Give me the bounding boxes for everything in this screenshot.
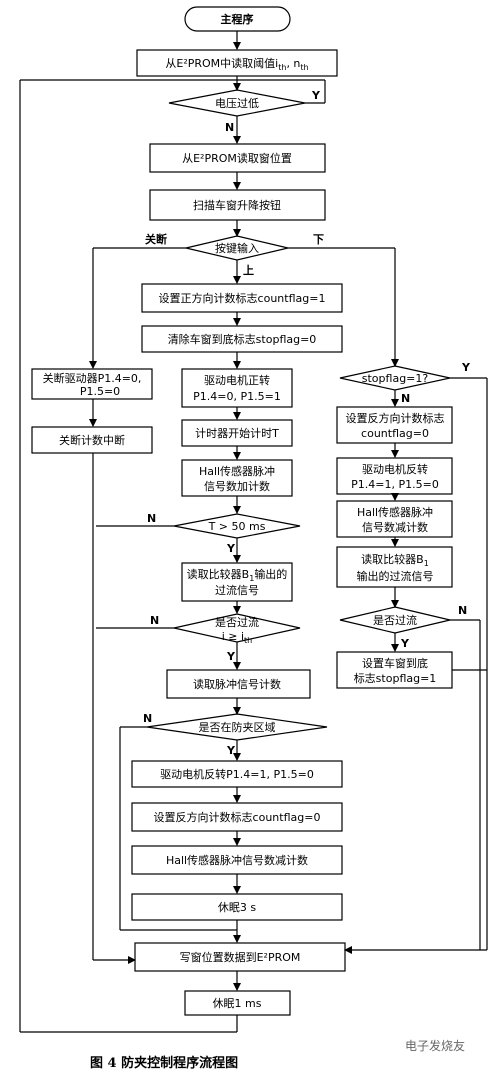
set-forward-count-label: 设置正方向计数标志countflag=1: [159, 291, 326, 305]
motor-forward-label-2: P1.4=0, P1.5=1: [193, 390, 281, 403]
anti-pinch-yes-label: Y: [226, 744, 236, 757]
read-pulse-count-label: 读取脉冲信号计数: [193, 677, 281, 691]
voltage-low-yes-label: Y: [311, 89, 321, 102]
close-counter-int-box: [31, 426, 153, 454]
hall-sub-right-label-1: Hall传感器脉冲: [357, 505, 433, 519]
overcurrent-label-1: 是否过流: [215, 615, 259, 629]
overcurrent-right-label: 是否过流: [373, 613, 417, 627]
set-reverse-count-label: 设置反方向计数标志countflag=0: [154, 810, 321, 824]
key-input-label: 按键输入: [215, 241, 259, 255]
set-reverse-count-right-label-2: countflag=0: [361, 427, 429, 440]
set-forward-count-box: [141, 283, 343, 313]
clear-bottom-flag-label: 清除车窗到底标志stopflag=0: [168, 332, 317, 346]
motor-forward-label-1: 驱动电机正转: [204, 373, 270, 387]
figure-caption: 图 4 防夹控制程序流程图: [90, 1055, 238, 1071]
read-comparator-label-2: 过流信号: [215, 583, 259, 597]
timer-start-label: 计时器开始计时T: [195, 426, 279, 440]
stopflag-check-label: stopflag=1?: [362, 372, 429, 385]
sleep-1ms-label: 休眠1 ms: [213, 997, 262, 1010]
motor-reverse-set-label: 驱动电机反转P1.4=1, P1.5=0: [160, 767, 314, 781]
anti-pinch-zone-label: 是否在防夹区域: [199, 720, 276, 734]
set-bottom-flag-label-1: 设置车窗到底: [362, 656, 428, 670]
voltage-low-no-label: N: [225, 121, 234, 134]
overcurrent-right-no-label: N: [458, 604, 467, 617]
t-gt-50-no-label: N: [147, 512, 156, 525]
overcurrent-no-label: N: [150, 614, 159, 627]
write-window-pos-box: [134, 942, 346, 972]
write-window-pos-label: 写窗位置数据到E²PROM: [180, 950, 301, 964]
set-reverse-count-right-label-1: 设置反方向计数标志: [346, 411, 445, 425]
t-gt-50-yes-label: Y: [226, 542, 236, 555]
read-window-pos-label: 从E²PROM读取窗位置: [182, 151, 292, 165]
hall-add-label-2: 信号数加计数: [204, 480, 270, 493]
hall-sub-count-label: Hall传感器脉冲信号数减计数: [166, 853, 308, 867]
overcurrent-label-2: i ≥ ith: [222, 630, 253, 645]
key-down-label: 下: [313, 233, 324, 246]
watermark-text: 电子发烧友: [405, 1038, 465, 1053]
key-close-label: 关断: [145, 232, 167, 246]
close-counter-int-label: 关断计数中断: [59, 433, 125, 447]
read-pulse-count-box: [166, 669, 311, 699]
set-bottom-flag-label-2: 标志stopflag=1: [354, 671, 437, 685]
read-comparator-right-label-1: 读取比较器B1: [361, 552, 429, 568]
sleep-3s-label: 休眠3 s: [218, 901, 256, 914]
stopflag-yes-label: Y: [461, 361, 471, 374]
voltage-low-label: 电压过低: [215, 97, 259, 110]
overcurrent-right-yes-label: Y: [400, 637, 410, 650]
close-driver-label-2: P1.5=0: [80, 385, 120, 398]
overcurrent-yes-label: Y: [226, 650, 236, 663]
clear-bottom-flag-box: [141, 325, 343, 353]
hall-sub-right-label-2: 信号数减计数: [362, 521, 428, 534]
motor-reverse-right-label-1: 驱动电机反转: [362, 462, 428, 476]
close-driver-label-1: 关断驱动器P1.4=0,: [43, 371, 142, 385]
anti-pinch-no-label: N: [143, 712, 152, 725]
read-comparator-label-1: 读取比较器B1输出的: [187, 567, 288, 583]
read-threshold-label: 从E²PROM中读取阈值ith, nth: [165, 56, 308, 72]
motor-reverse-right-label-2: P1.4=1, P1.5=0: [351, 478, 439, 491]
start-label: 主程序: [221, 12, 254, 26]
stopflag-no-label: N: [401, 392, 410, 405]
read-comparator-right-label-2: 输出的过流信号: [357, 569, 434, 583]
close-driver-box: [31, 368, 153, 400]
hall-add-label-1: Hall传感器脉冲: [199, 464, 275, 478]
scan-buttons-label: 扫描车窗升降按钮: [193, 198, 281, 212]
t-gt-50-label: T > 50 ms: [208, 520, 266, 533]
key-up-label: 上: [243, 263, 254, 277]
